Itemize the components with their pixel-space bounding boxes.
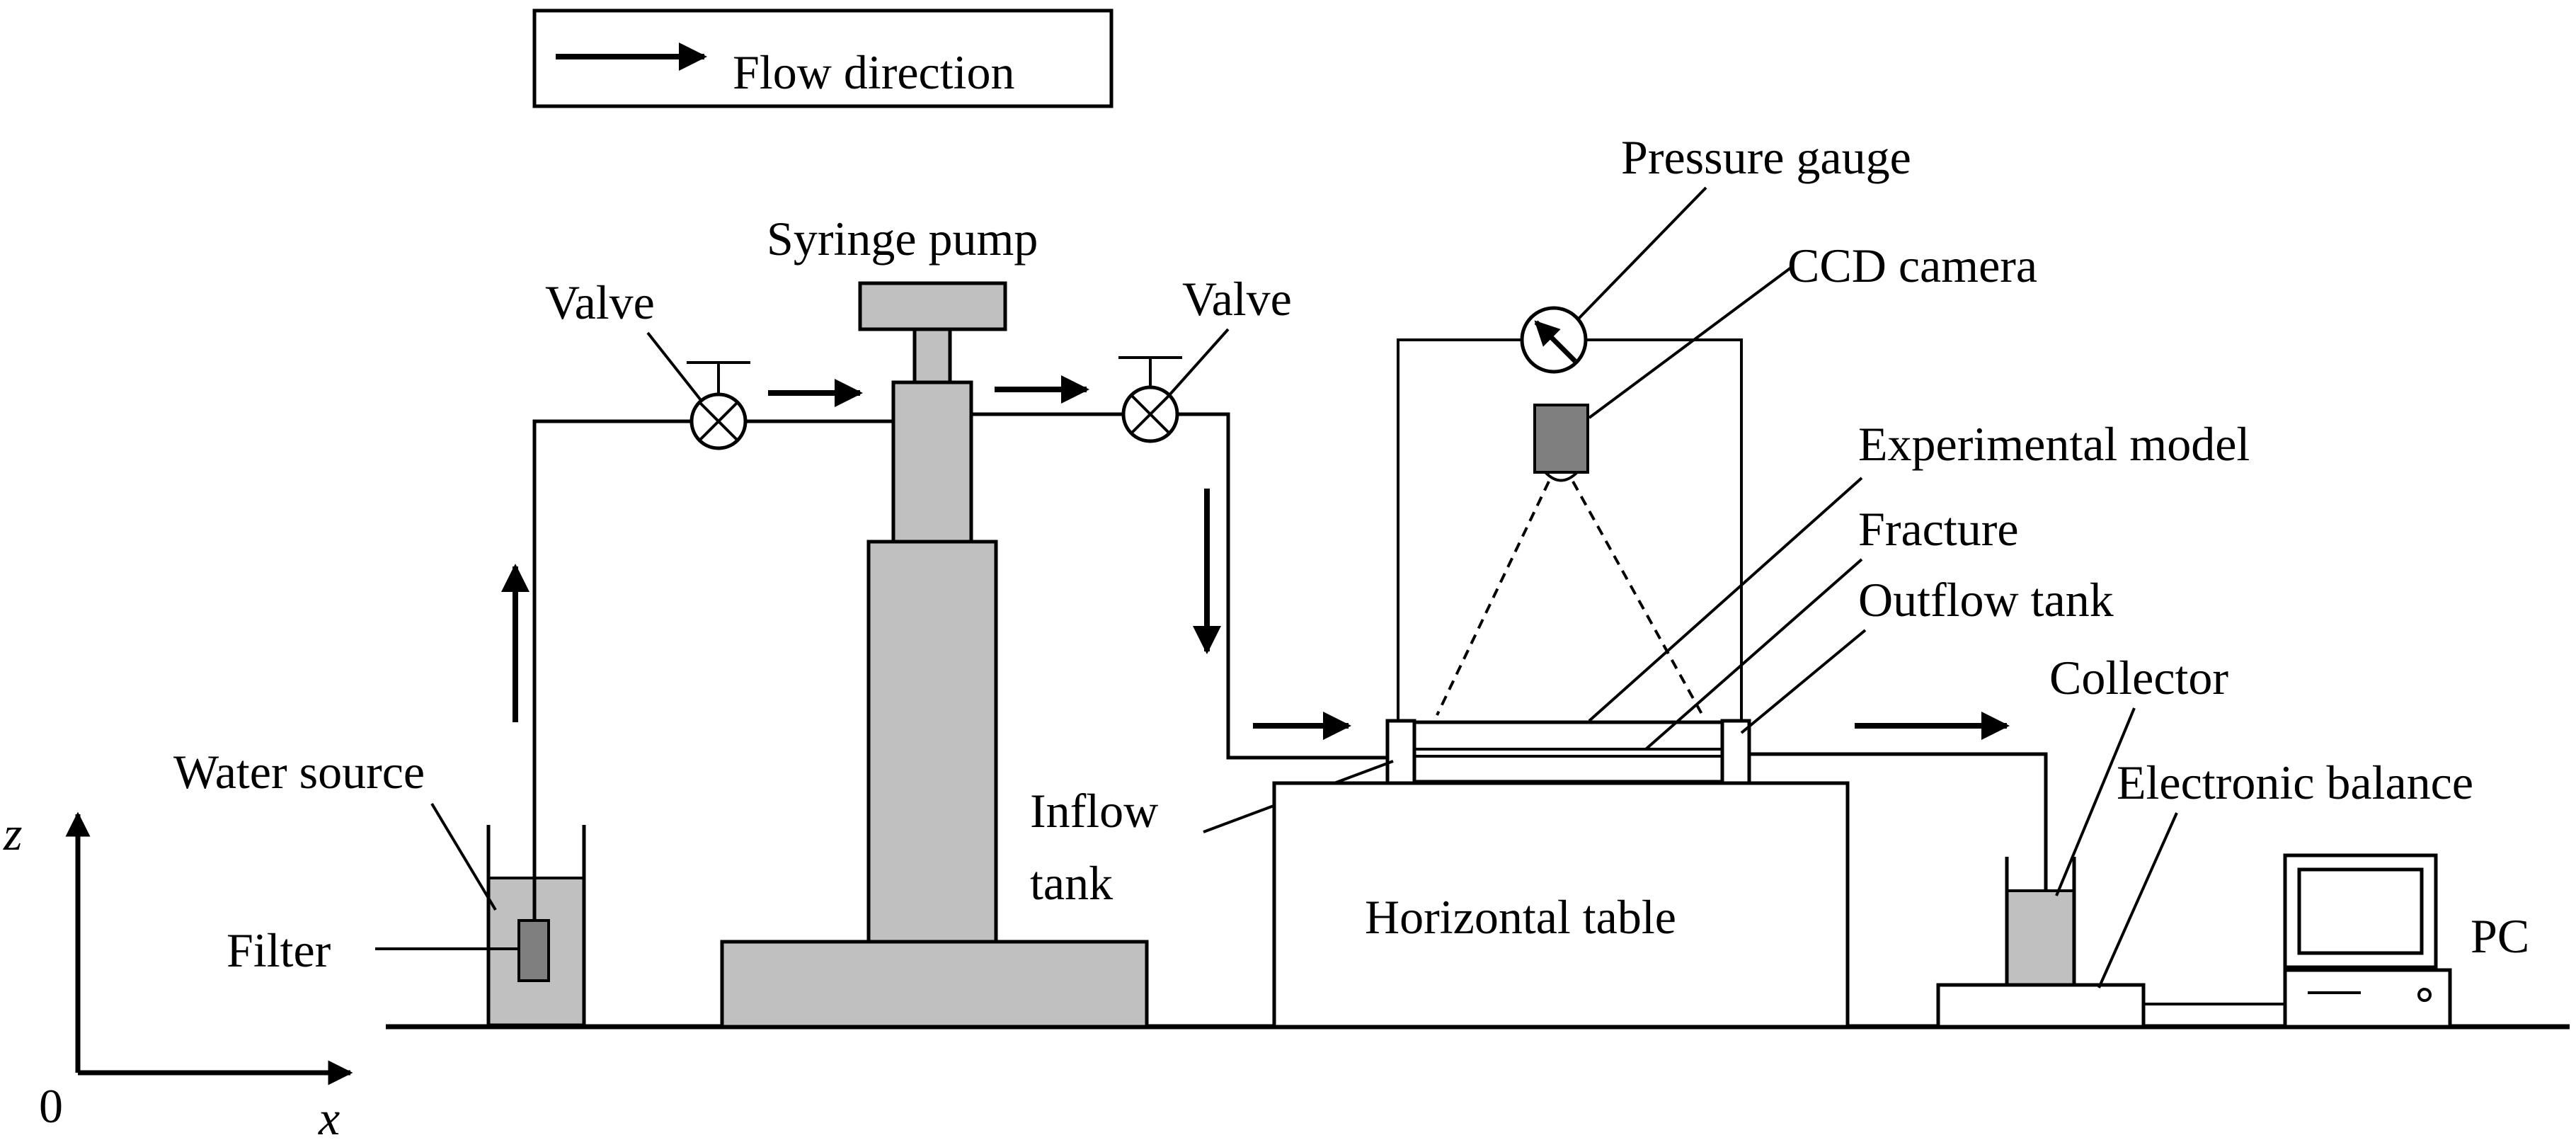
coordinate-axes: z x 0: [3, 806, 353, 1140]
syringe-pump-label: Syringe pump: [767, 212, 1038, 266]
electronic-balance-body: [1936, 983, 2146, 1029]
pump-top-plate: [858, 281, 1007, 331]
horizontal-table-label: Horizontal table: [1365, 890, 1676, 944]
horizontal-table: Horizontal table: [1272, 781, 1850, 1029]
origin-label: 0: [39, 1079, 63, 1133]
pc-case: [2283, 968, 2452, 1029]
ccd-camera-body: [1533, 404, 1589, 474]
valve-right-label: Valve: [1182, 272, 1292, 326]
valve-left-label: Valve: [545, 275, 655, 329]
experimental-model: Experimental model Fracture Outflow tank…: [1030, 417, 2250, 910]
outflow-tank-label: Outflow tank: [1858, 573, 2114, 627]
pump-base: [720, 940, 1149, 1029]
inflow-tank: [1385, 719, 1416, 785]
inlet-pipe: [532, 419, 690, 920]
legend: Flow direction: [532, 8, 1114, 108]
pressure-gauge-leader: [1577, 186, 1707, 320]
electronic-balance: Electronic balance: [1936, 756, 2473, 1029]
pressure-gauge-needle: [1534, 320, 1577, 363]
ccd-camera: CCD camera: [1436, 239, 2037, 716]
fracture-leader: [1644, 558, 1863, 751]
pc-label: PC: [2471, 909, 2529, 963]
electronic-balance-leader: [2097, 812, 2178, 988]
water-source: Water source Filter: [173, 745, 586, 1027]
filter-label: Filter: [227, 923, 331, 977]
ccd-camera-label: CCD camera: [1787, 239, 2037, 292]
horizontal-table-box: [1272, 781, 1850, 1029]
experimental-model-label: Experimental model: [1858, 417, 2250, 471]
fracture-label: Fracture: [1858, 502, 2019, 556]
pc-screen: [2297, 867, 2424, 955]
outflow-tank-leader: [1740, 629, 1867, 734]
collector-leader: [2055, 707, 2136, 896]
ccd-camera-leader: [1588, 266, 1792, 419]
valve-left-leader: [646, 331, 702, 401]
ccd-camera-lens: [1542, 471, 1581, 482]
inflow-tank-label-1: Inflow: [1030, 784, 1158, 838]
x-axis-label: x: [318, 1091, 340, 1140]
gauge-frame-right: [1586, 338, 1743, 722]
outflow-pipe: [1749, 752, 2048, 899]
inflow-tank-label-2: tank: [1030, 856, 1113, 910]
pipe-valve-to-model: [1179, 412, 1387, 760]
experimental-model-leader: [1588, 477, 1863, 722]
pressure-gauge-label: Pressure gauge: [1621, 130, 1911, 184]
pump-plunger: [912, 327, 952, 384]
pc: PC: [2283, 853, 2529, 1029]
pump-barrel: [891, 380, 973, 544]
pump-column: [866, 540, 998, 944]
electronic-balance-label: Electronic balance: [2117, 756, 2473, 809]
legend-label: Flow direction: [733, 45, 1015, 99]
z-axis-label: z: [3, 806, 22, 860]
collector-fill: [2007, 891, 2074, 985]
filter: [517, 919, 550, 982]
valve-right-cross-2: [1130, 394, 1171, 435]
valve-left-cross-2: [698, 401, 739, 442]
camera-view-right: [1572, 481, 1704, 716]
gauge-frame: [1397, 338, 1522, 722]
valve-right: Valve: [1118, 272, 1292, 443]
camera-view-left: [1436, 481, 1550, 716]
water-source-label: Water source: [173, 745, 425, 799]
water-source-leader: [430, 802, 497, 911]
collector-label: Collector: [2049, 651, 2228, 705]
water-container: [486, 825, 586, 1027]
collector: Collector: [2005, 651, 2228, 987]
valve-left: Valve: [545, 275, 750, 450]
pressure-gauge: Pressure gauge: [1520, 130, 1911, 374]
valve-right-leader: [1167, 328, 1230, 398]
model-body: [1412, 720, 1724, 784]
syringe-pump: Syringe pump: [720, 212, 1149, 1029]
pc-power-button: [2417, 988, 2432, 1002]
